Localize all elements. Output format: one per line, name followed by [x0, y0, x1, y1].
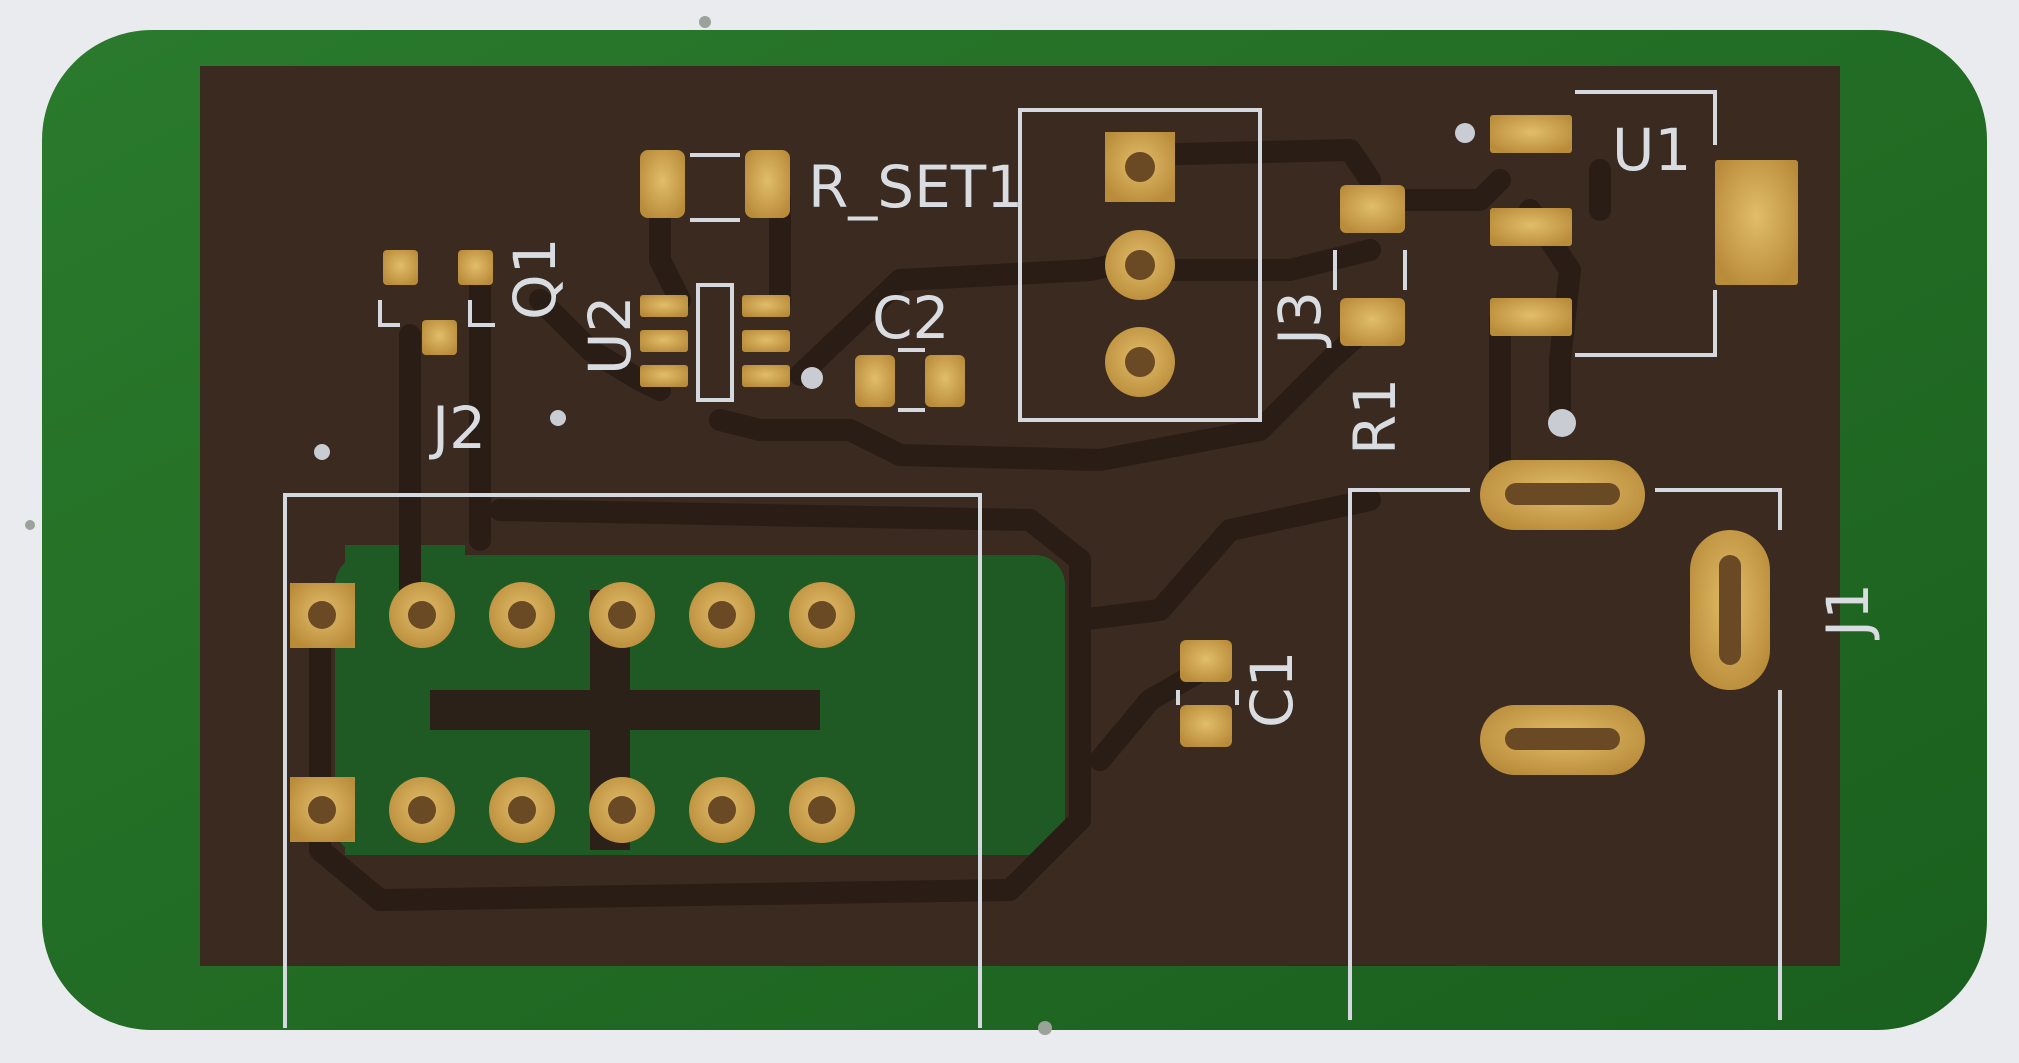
- panel-tabs: [25, 16, 1052, 1035]
- label-u1: U1: [1612, 116, 1691, 184]
- label-j1: J1: [1814, 583, 1882, 640]
- label-u2: U2: [576, 296, 644, 375]
- label-c2: C2: [872, 284, 949, 352]
- label-r-set1: R_SET1: [808, 153, 1023, 221]
- silkscreen-dots: [314, 123, 1576, 460]
- label-j3: J3: [1266, 291, 1334, 348]
- label-q1: Q1: [501, 237, 569, 320]
- copper-traces: [309, 139, 1611, 911]
- j2-pads: [290, 582, 855, 843]
- j3-pads: [1105, 132, 1175, 397]
- j1-pads: [1480, 460, 1770, 775]
- label-r1: R1: [1341, 378, 1409, 455]
- label-c1: C1: [1238, 651, 1306, 728]
- smd-pads: [383, 115, 1798, 747]
- label-j2: J2: [429, 394, 486, 462]
- silkscreen-outlines: [283, 90, 1782, 1028]
